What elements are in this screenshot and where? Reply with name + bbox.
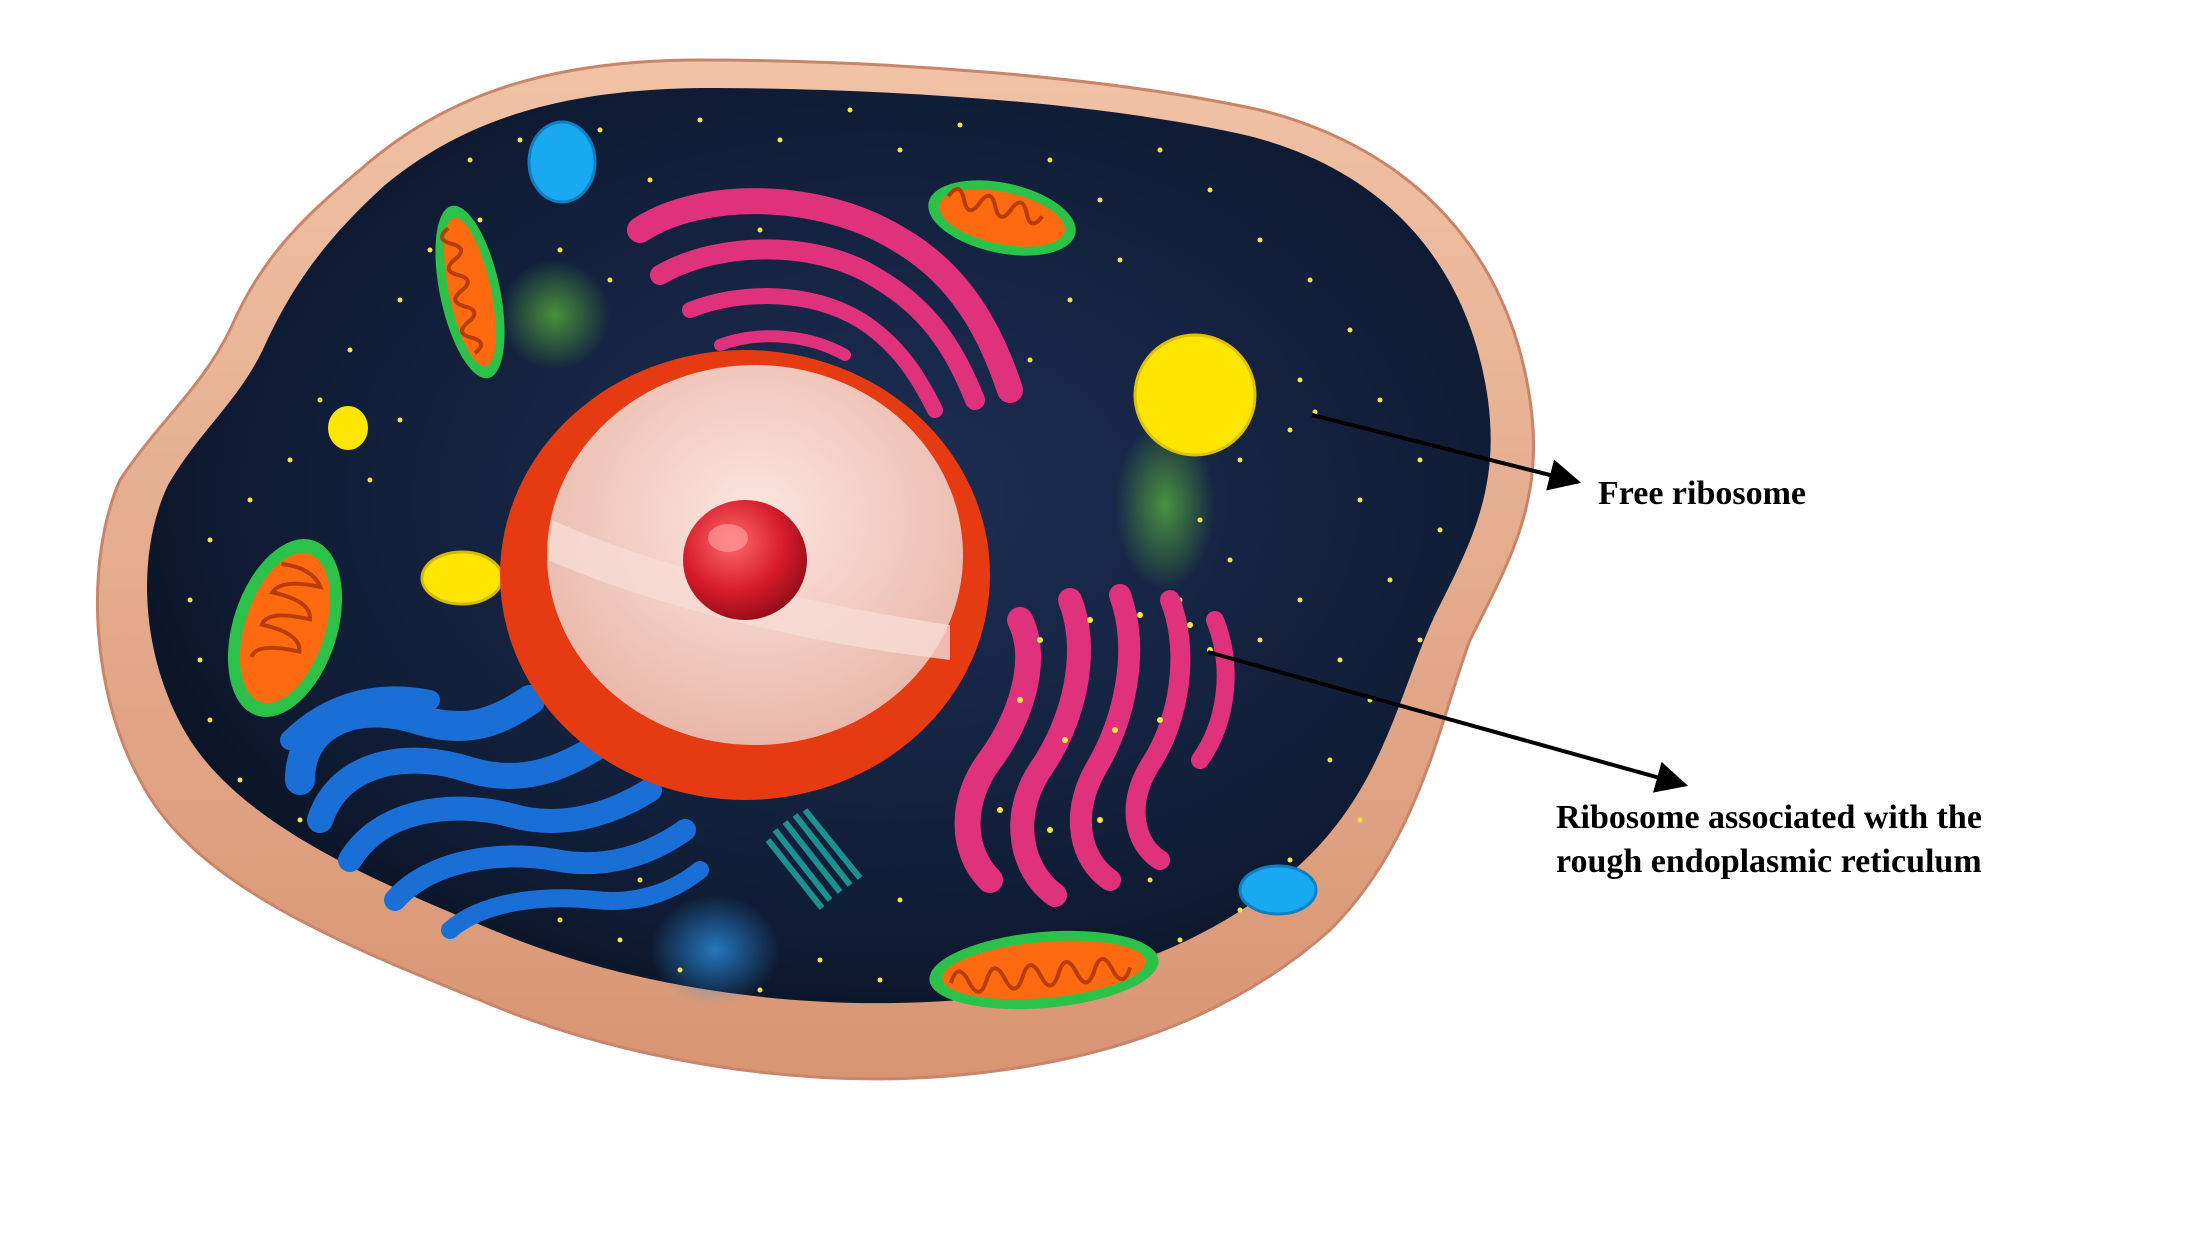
free-ribosome-label: Free ribosome — [1598, 472, 1806, 516]
centriole — [765, 808, 863, 910]
green-glow — [500, 260, 610, 370]
rough-er-ribosome-label-line2: rough endoplasmic reticulum — [1556, 843, 1982, 881]
yellow-vesicle — [1133, 333, 1257, 457]
mitochondrion — [227, 539, 343, 717]
mitochondrion — [929, 930, 1159, 1010]
yellow-vesicle — [328, 406, 368, 450]
rough-er-ribosome-arrow — [1207, 650, 1689, 793]
golgi-apparatus — [280, 685, 709, 939]
green-glow — [1115, 420, 1215, 590]
rough-er-ribosome-label-line1: Ribosome associated with the — [1556, 799, 1982, 836]
blue-vesicle — [527, 120, 597, 204]
nucleolus — [683, 500, 807, 620]
mitochondrion — [435, 205, 505, 379]
mitochondrion — [928, 180, 1076, 256]
blue-glow — [650, 895, 780, 1005]
nucleus — [500, 350, 990, 800]
free-ribosome-arrow — [1311, 413, 1582, 491]
yellow-vesicle — [420, 550, 504, 606]
rough-endoplasmic-reticulum — [954, 584, 1235, 907]
free-ribosome-label-text: Free ribosome — [1598, 475, 1807, 512]
rough-er-ribosome-label: Ribosome associated with the rough endop… — [1556, 796, 1982, 884]
blue-vesicle — [1238, 864, 1318, 916]
rough-endoplasmic-reticulum-top — [627, 188, 1023, 418]
